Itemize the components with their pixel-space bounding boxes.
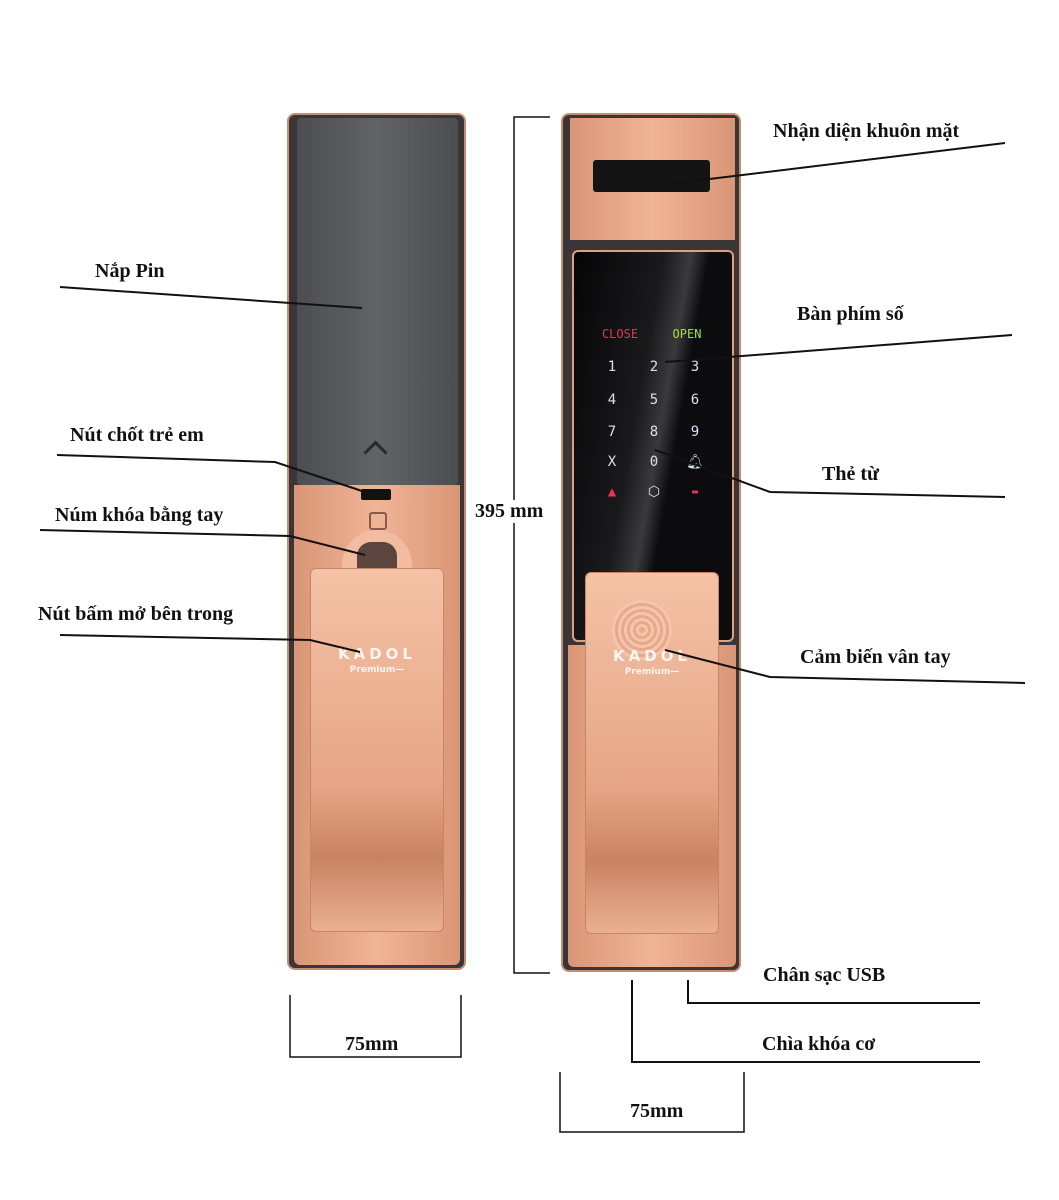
battery-low-icon: ▬ [691,486,699,498]
key-2[interactable]: 2 [649,359,659,375]
key-cancel[interactable]: X [607,454,617,470]
battery-cover [297,118,458,485]
dimension-height: 395 mm [475,500,544,523]
fingerprint-sensor [612,600,672,660]
key-8[interactable]: 8 [649,424,659,440]
key-0[interactable]: 0 [649,454,659,470]
open-indicator: OPEN [672,327,702,341]
label-inside-button: Nút bấm mở bên trong [38,603,234,625]
label-battery-cover: Nắp Pin [95,260,165,282]
key-1[interactable]: 1 [607,359,617,375]
label-usb: Chân sạc USB [763,964,886,986]
label-child-lock: Nút chốt trẻ em [70,424,204,446]
close-indicator: CLOSE [601,327,639,341]
label-face-recognition: Nhận diện khuôn mặt [773,120,960,142]
alarm-icon: ▲ [607,484,617,500]
brand-sub-outside: Premium— [624,667,680,677]
key-4[interactable]: 4 [607,392,617,408]
dimension-width-right: 75mm [630,1100,684,1122]
child-lock-switch [361,489,391,500]
label-manual-knob: Núm khóa bằng tay [55,504,224,526]
lock-icon [369,512,387,530]
dimension-width-left: 75mm [345,1033,399,1055]
face-camera [593,160,710,192]
brand-sub: Premium— [349,665,405,675]
key-7[interactable]: 7 [607,424,617,440]
label-card: Thẻ từ [822,463,880,485]
key-3[interactable]: 3 [690,359,700,375]
shield-icon: ⬡ [647,484,661,500]
manual-knob [357,542,397,572]
label-mech-key: Chìa khóa cơ [762,1033,876,1055]
brand-logo: KADOL [338,645,416,663]
label-fingerprint: Cảm biến vân tay [800,646,951,668]
key-9[interactable]: 9 [690,424,700,440]
inside-handle [310,568,444,932]
label-keypad: Bàn phím số [797,303,904,325]
key-5[interactable]: 5 [649,392,659,408]
key-6[interactable]: 6 [690,392,700,408]
